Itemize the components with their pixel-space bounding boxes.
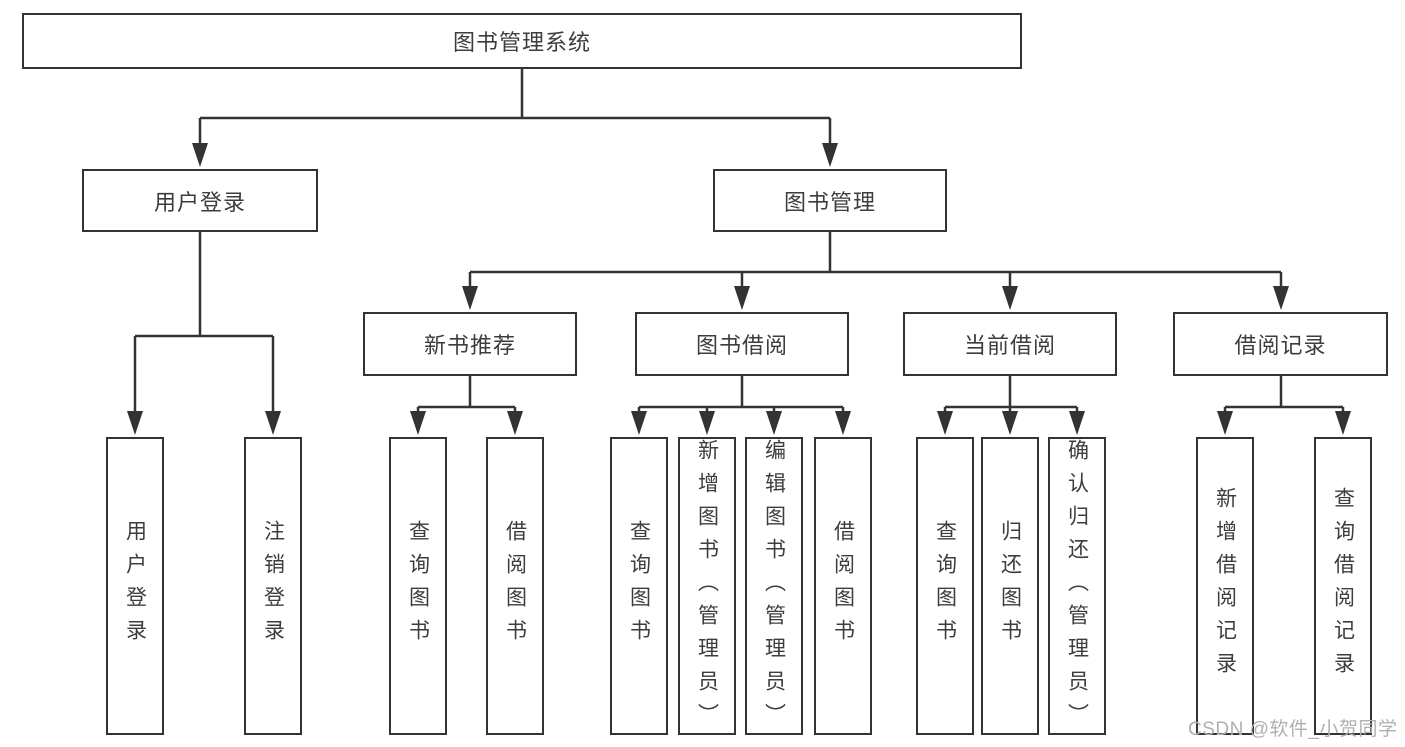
leaf-add-book-admin: 新增图书（管理员） (678, 437, 736, 736)
leaf-confirm-return-admin: 确认归还（管理员） (1048, 437, 1106, 736)
leaf-add-borrow-record: 新增借阅记录 (1196, 437, 1254, 735)
watermark-text: CSDN @软件_小贺同学 (1188, 719, 1398, 740)
node-root: 图书管理系统 (22, 13, 1022, 69)
leaf-borrow-books-borrow: 借阅图书 (814, 437, 872, 735)
leaf-return-books: 归还图书 (981, 437, 1039, 735)
node-new-book-recommendation: 新书推荐 (363, 312, 577, 376)
node-user-login: 用户登录 (82, 169, 318, 232)
leaf-query-books-recommend: 查询图书 (389, 437, 447, 735)
node-book-borrowing: 图书借阅 (635, 312, 849, 376)
leaf-query-books-borrow: 查询图书 (610, 437, 668, 735)
leaf-user-login: 用户登录 (106, 437, 164, 735)
node-borrowing-records: 借阅记录 (1173, 312, 1388, 376)
leaf-query-borrow-record: 查询借阅记录 (1314, 437, 1372, 735)
node-current-borrowing: 当前借阅 (903, 312, 1117, 376)
leaf-borrow-books-recommend: 借阅图书 (486, 437, 544, 735)
node-book-management: 图书管理 (713, 169, 947, 232)
leaf-edit-book-admin: 编辑图书（管理员） (745, 437, 803, 736)
leaf-logout: 注销登录 (244, 437, 302, 735)
leaf-query-books-current: 查询图书 (916, 437, 974, 735)
